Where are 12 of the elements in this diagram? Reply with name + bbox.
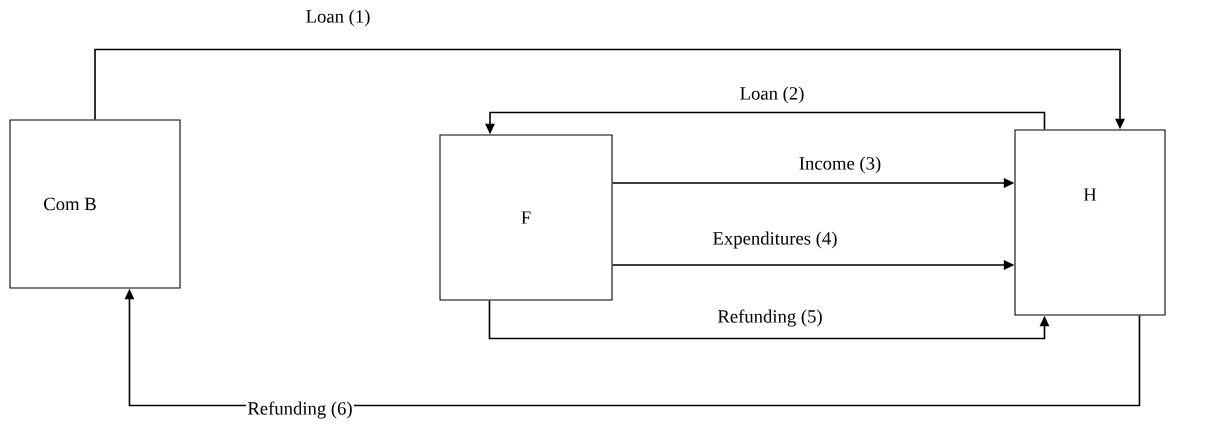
edge-label: Income (3) (797, 155, 883, 175)
node-label: Com B (44, 197, 96, 211)
node-label: H (1083, 188, 1097, 201)
box (9, 119, 181, 289)
box (1014, 129, 1166, 316)
edge-label: Refunding (5) (716, 308, 824, 328)
node-label: F (521, 211, 531, 224)
edge-label: Refunding (6) (246, 400, 354, 420)
edge-label: Loan (1) (304, 8, 372, 28)
edge-label: Expenditures (4) (711, 230, 839, 250)
edge-label: Loan (2) (738, 85, 806, 105)
box (439, 134, 613, 301)
